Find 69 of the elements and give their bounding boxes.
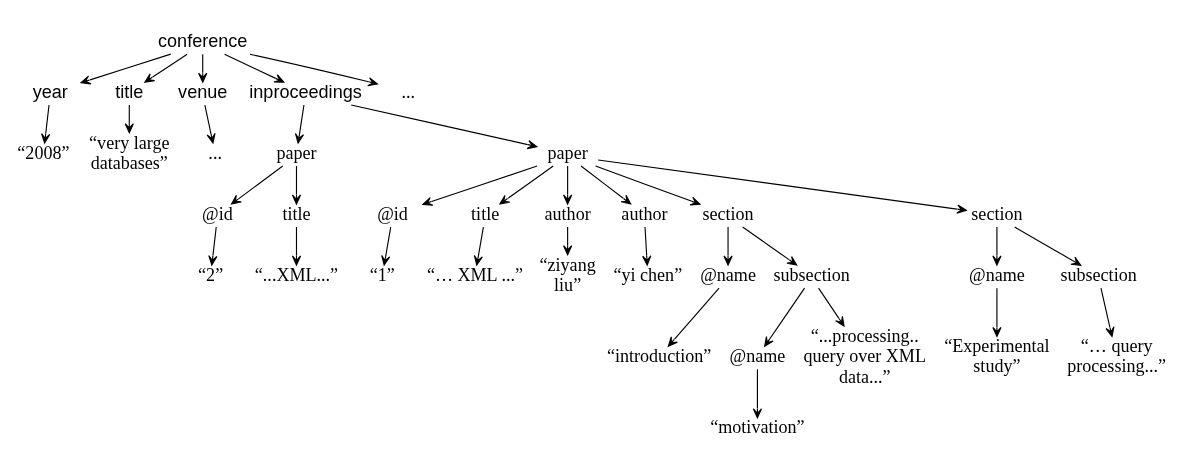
node-text: paper bbox=[547, 142, 588, 163]
node-text: title bbox=[282, 203, 311, 224]
node-text: author bbox=[544, 203, 591, 224]
node-text: “2” bbox=[198, 264, 224, 285]
node-text: title bbox=[471, 203, 500, 224]
node-text: title bbox=[115, 81, 144, 102]
arrow bbox=[563, 165, 573, 205]
arrow bbox=[595, 165, 701, 206]
arrow bbox=[1100, 287, 1115, 338]
node-text: author bbox=[621, 203, 668, 224]
arrow bbox=[223, 53, 285, 83]
arrow bbox=[231, 165, 284, 205]
arrow bbox=[291, 226, 302, 266]
node-text: year bbox=[32, 81, 68, 102]
arrow bbox=[41, 104, 51, 144]
arrow bbox=[723, 226, 733, 266]
arrow bbox=[818, 287, 845, 327]
arrow bbox=[381, 226, 392, 266]
arrow bbox=[422, 165, 538, 206]
arrow bbox=[992, 287, 1002, 338]
arrow bbox=[473, 226, 484, 266]
arrow bbox=[144, 53, 188, 83]
arrow bbox=[580, 165, 632, 205]
node-text: venue bbox=[178, 81, 228, 102]
arrow bbox=[597, 159, 967, 214]
node-text: “ziyang liu” bbox=[539, 254, 596, 296]
arrow bbox=[198, 53, 208, 83]
node-text: section bbox=[971, 203, 1023, 224]
node-text: paper bbox=[276, 142, 317, 163]
node-text: @name bbox=[729, 346, 786, 367]
arrow bbox=[563, 226, 573, 256]
arrow bbox=[752, 368, 763, 419]
arrow bbox=[208, 226, 218, 266]
node-text: “very large databases” bbox=[89, 132, 170, 174]
node-text: subsection bbox=[1060, 264, 1137, 285]
node-text: “motivation” bbox=[710, 417, 805, 438]
arrow bbox=[764, 287, 806, 347]
node-text: ... bbox=[208, 142, 222, 163]
node-text: subsection bbox=[773, 264, 850, 285]
arrow bbox=[291, 165, 302, 205]
arrow bbox=[667, 287, 720, 347]
arrow bbox=[642, 226, 652, 266]
node-text: “Experimental study” bbox=[944, 336, 1050, 377]
arrow bbox=[294, 104, 305, 144]
arrow bbox=[80, 53, 172, 85]
node-text: section bbox=[702, 203, 754, 224]
arrow bbox=[1014, 226, 1082, 266]
arrow bbox=[124, 104, 134, 134]
node-text: @id bbox=[202, 203, 233, 224]
node-text: “...processing.. query over XML data...” bbox=[803, 325, 926, 387]
node-text: inproceedings bbox=[249, 81, 362, 102]
node-text: “1” bbox=[369, 264, 395, 285]
arrow bbox=[350, 104, 538, 150]
node-text: “yi chen” bbox=[613, 264, 683, 285]
node-text: “...XML...” bbox=[254, 264, 339, 285]
node-text: “… XML ...” bbox=[426, 264, 524, 285]
node-text: ... bbox=[401, 81, 416, 102]
node-text: @id bbox=[377, 203, 408, 224]
node-text: conference bbox=[158, 31, 248, 52]
arrow bbox=[742, 226, 798, 266]
arrow bbox=[992, 226, 1002, 266]
node-text: @name bbox=[969, 264, 1025, 285]
arrow bbox=[204, 104, 216, 144]
node-text: @name bbox=[700, 264, 756, 285]
node-text: “2008” bbox=[17, 142, 70, 163]
node-text: “introduction” bbox=[606, 346, 712, 367]
node-text: “… query processing...” bbox=[1067, 336, 1167, 377]
arrow bbox=[499, 165, 554, 205]
arrow bbox=[249, 53, 378, 87]
